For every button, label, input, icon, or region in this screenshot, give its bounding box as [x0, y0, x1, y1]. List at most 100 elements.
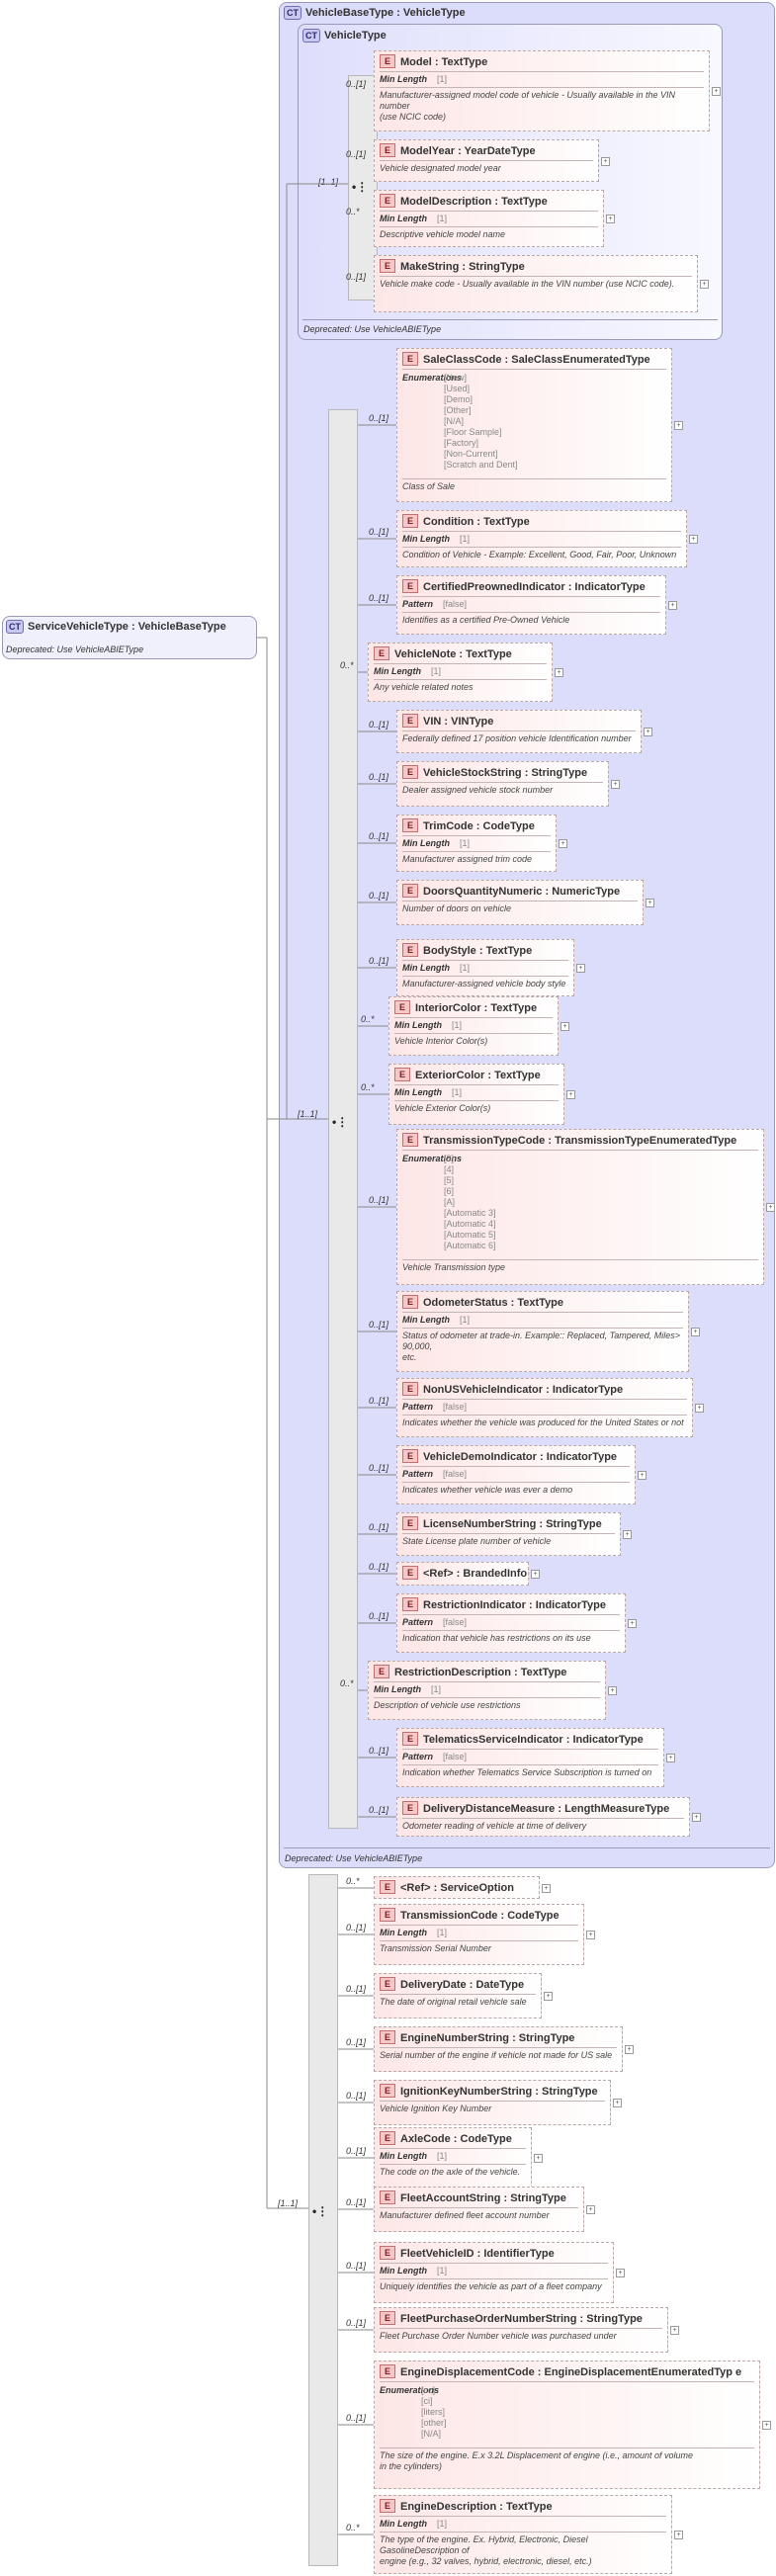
divider [284, 1847, 770, 1848]
element-box[interactable]: E<Ref> : ServiceOption [374, 1876, 540, 1899]
expand-icon[interactable]: + [586, 1931, 595, 1939]
expand-icon[interactable]: + [712, 87, 721, 96]
expand-icon[interactable]: + [638, 1471, 647, 1480]
element-box[interactable]: E<Ref> : BrandedInfo [396, 1562, 529, 1586]
element-multiplicity: 0..[1] [369, 1805, 389, 1815]
element-type: ServiceOption [440, 1882, 514, 1894]
expand-icon[interactable]: + [576, 964, 585, 973]
element-icon: E [402, 884, 418, 898]
expand-icon[interactable]: + [689, 535, 698, 544]
expand-icon[interactable]: + [555, 668, 563, 677]
facet-value: [1] [437, 74, 448, 84]
expand-icon[interactable]: + [559, 839, 567, 848]
element-label: LicenseNumberString [423, 1518, 537, 1530]
expand-icon[interactable]: + [613, 2099, 622, 2107]
expand-icon[interactable]: + [670, 2326, 679, 2335]
expand-icon[interactable]: + [628, 1619, 637, 1628]
expand-icon[interactable]: + [674, 421, 683, 430]
expand-icon[interactable]: + [666, 1754, 675, 1762]
expand-icon[interactable]: + [646, 899, 654, 907]
expand-icon[interactable]: + [700, 280, 709, 289]
expand-icon[interactable]: + [625, 2045, 634, 2054]
element-documentation: Vehicle Interior Color(s) [394, 1036, 488, 1046]
expand-icon[interactable]: + [601, 157, 610, 166]
expand-icon[interactable]: + [668, 601, 677, 610]
service-vehicle-type-box[interactable]: CT ServiceVehicleType : VehicleBaseType … [2, 616, 257, 659]
element-multiplicity: 0..[1] [369, 1746, 389, 1756]
expand-icon[interactable]: + [544, 1992, 553, 2001]
element-documentation: Odometer reading of vehicle at time of d… [402, 1821, 587, 1831]
enumeration-value: [6] [444, 1186, 455, 1196]
divider [402, 1466, 630, 1467]
facet: Min Length[1] [380, 2151, 447, 2161]
divider [402, 1764, 658, 1765]
expand-icon[interactable]: + [695, 1404, 704, 1413]
element-documentation: The code on the axle of the vehicle. [380, 2167, 521, 2177]
element-label: Condition [423, 516, 474, 528]
expand-icon[interactable]: + [674, 2531, 683, 2539]
expand-icon[interactable]: + [611, 780, 620, 789]
expand-icon[interactable]: + [534, 2154, 543, 2163]
expand-icon[interactable]: + [623, 1530, 632, 1539]
expand-icon[interactable]: + [616, 2269, 625, 2277]
expand-icon[interactable]: + [608, 1686, 617, 1695]
facet: Min Length[1] [380, 214, 447, 223]
expand-icon[interactable]: + [542, 1884, 551, 1893]
expand-icon[interactable]: + [566, 1090, 575, 1099]
expand-icon[interactable]: + [644, 728, 652, 736]
expand-icon[interactable]: + [606, 215, 615, 223]
expand-icon[interactable]: + [531, 1570, 540, 1579]
element-icon: E [374, 1665, 389, 1678]
divider [402, 1614, 620, 1615]
expand-icon[interactable]: + [762, 2421, 771, 2430]
divider [402, 730, 636, 731]
expand-icon[interactable]: + [586, 2205, 595, 2214]
divider [394, 1017, 553, 1018]
element-label: EngineDisplacementCode [400, 2366, 535, 2378]
expand-icon[interactable]: + [692, 1813, 701, 1822]
expand-icon[interactable]: + [560, 1022, 569, 1031]
expand-icon[interactable]: + [766, 1203, 775, 1212]
expand-icon[interactable]: + [691, 1328, 700, 1336]
vehicle-type-doc: Deprecated: Use VehicleABIEType [303, 324, 442, 334]
element-label: EngineDescription [400, 2501, 497, 2513]
